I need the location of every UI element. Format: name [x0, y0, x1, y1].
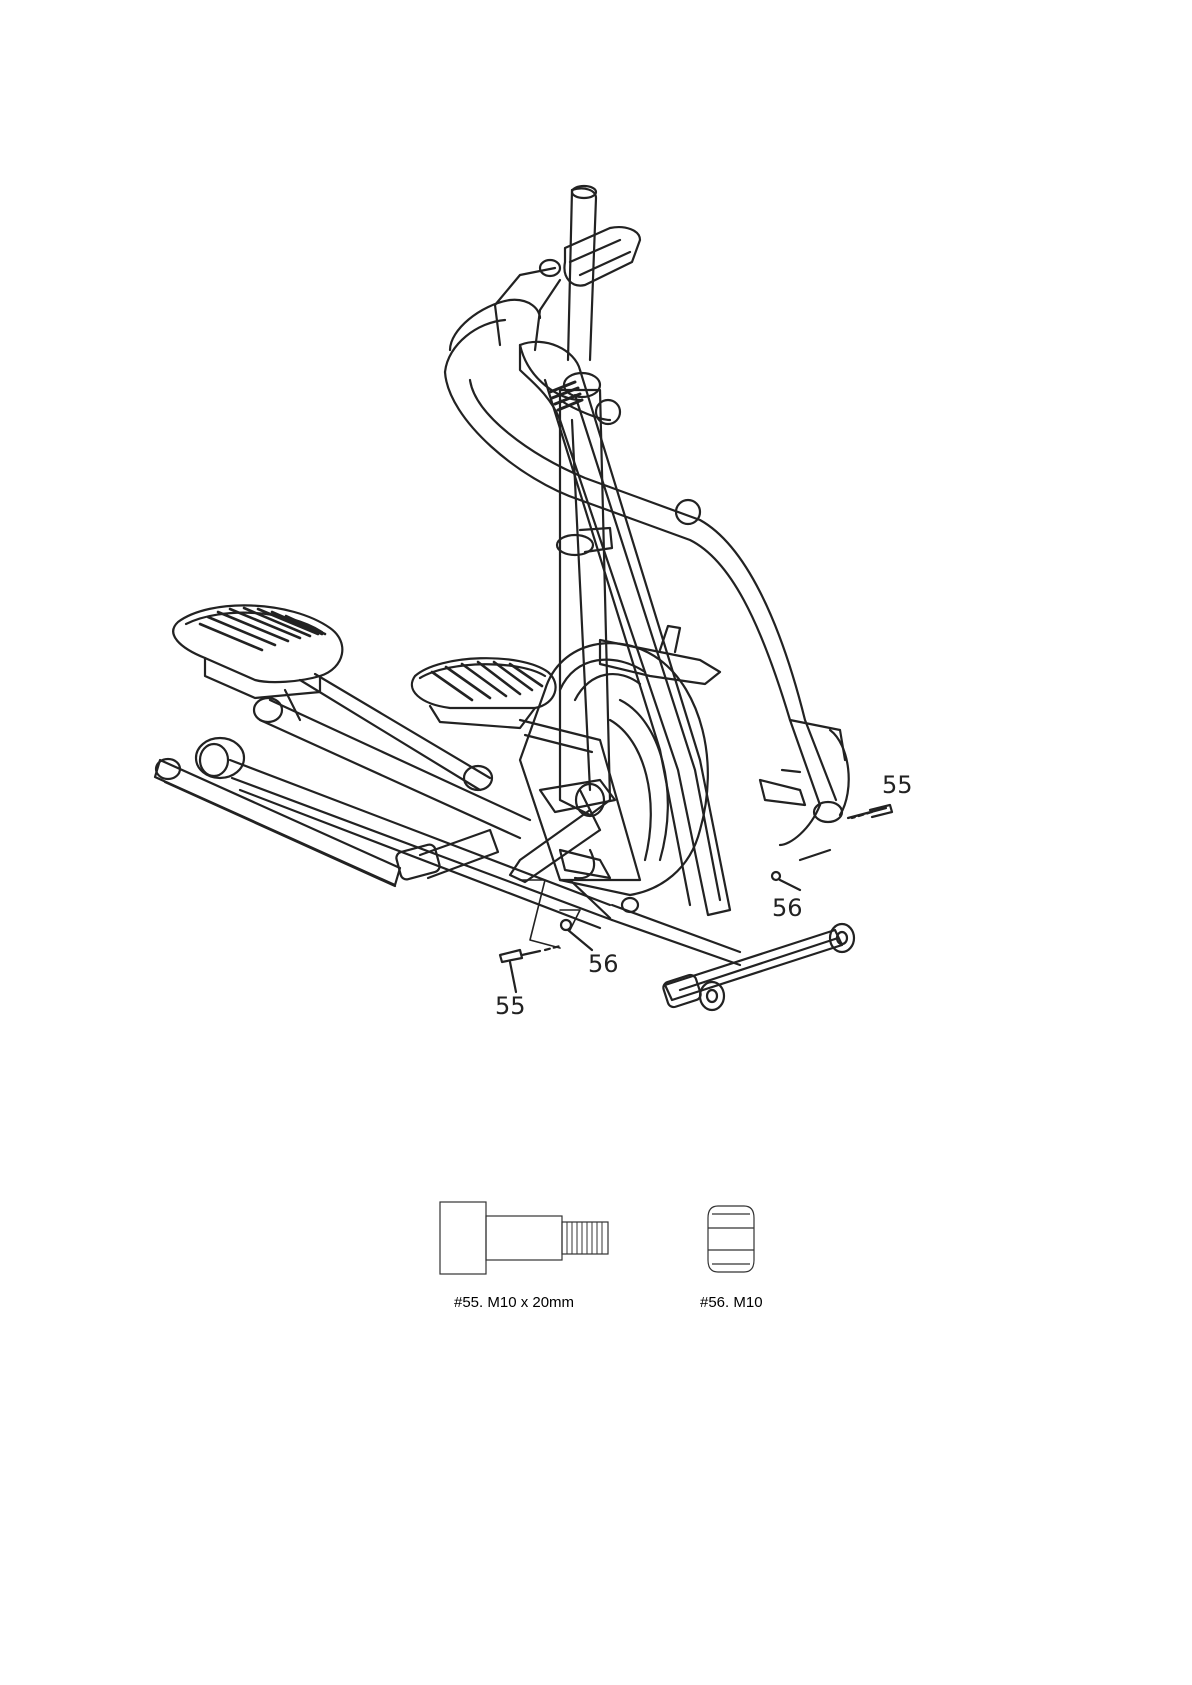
console [495, 227, 640, 350]
bolt-55-left [500, 946, 560, 992]
bolt-55-illustration [440, 1202, 608, 1274]
callout-55-left: 55 [495, 992, 526, 1020]
bolt-55-label: #55. M10 x 20mm [454, 1294, 574, 1311]
callout-56-right: 56 [772, 894, 803, 922]
left-pedal-arm [196, 674, 530, 838]
callout-55-right: 55 [882, 771, 913, 799]
elliptical-assembly-diagram: 55 56 55 56 [0, 0, 1192, 1060]
nut-56-right [772, 872, 800, 890]
bolt-55-right [848, 805, 892, 818]
hardware-illustrations [0, 1170, 1192, 1290]
nut-56-left [561, 920, 592, 950]
front-stabilizer [662, 770, 854, 1010]
nut-56-illustration [708, 1206, 754, 1272]
rail [230, 760, 740, 965]
callout-56-left: 56 [588, 950, 619, 978]
nut-56-label: #56. M10 [700, 1294, 763, 1311]
hardware-detail: #55. M10 x 20mm #56. M10 [0, 1170, 1192, 1330]
